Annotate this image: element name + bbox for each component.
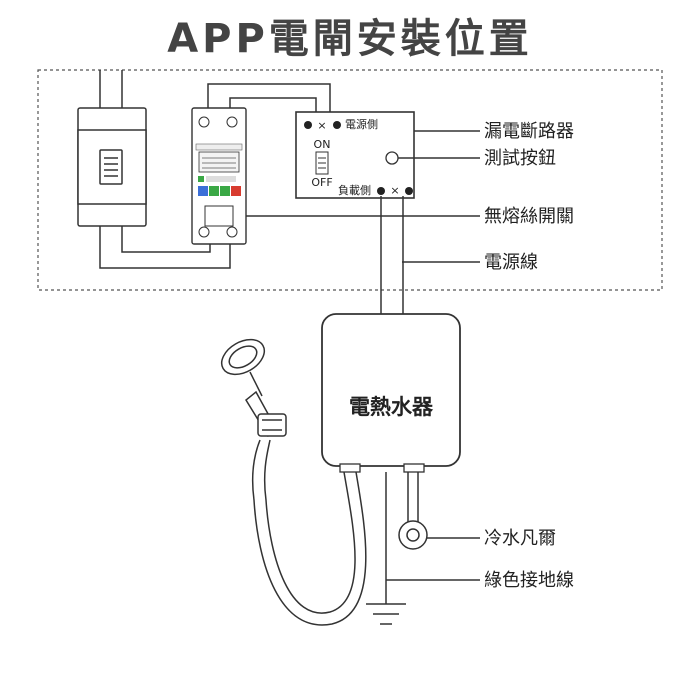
ground-wire-label: 綠色接地線: [484, 570, 574, 591]
test-button-label: 測試按鈕: [484, 148, 556, 169]
leakage-breaker-label: 漏電斷路器: [484, 121, 574, 142]
heater-label: 電熱水器: [349, 395, 434, 419]
svg-text:×: ×: [390, 184, 399, 197]
ground-wire: [366, 472, 406, 625]
shower-hose: [251, 439, 367, 626]
app-meter: [191, 107, 247, 245]
shower-head-icon: [220, 338, 287, 437]
cold-water-valve-label: 冷水凡爾: [484, 528, 556, 549]
leakage-breaker: × 電源側 ON OFF 負載側 ×: [295, 111, 415, 199]
power-cable: [380, 196, 404, 316]
panel-frame: [37, 69, 663, 291]
switch-wires: [99, 70, 231, 269]
source-side-label: 電源側: [345, 117, 378, 131]
power-line-label: 電源線: [484, 252, 538, 273]
svg-text:×: ×: [317, 119, 326, 132]
callout-lines: [246, 130, 480, 581]
fuseless-switch-label: 無熔絲開關: [484, 206, 574, 227]
load-side-label: 負載側: [338, 184, 371, 197]
on-label: ON: [314, 138, 331, 151]
water-heater: 電熱水器: [321, 313, 461, 473]
test-button-icon: [385, 151, 399, 165]
meter-wires: [207, 83, 331, 116]
cold-water-valve: [398, 472, 428, 550]
diagram-title: APP電閘安裝位置: [167, 16, 533, 62]
off-label: OFF: [311, 176, 332, 189]
fuseless-switch: [77, 107, 147, 227]
